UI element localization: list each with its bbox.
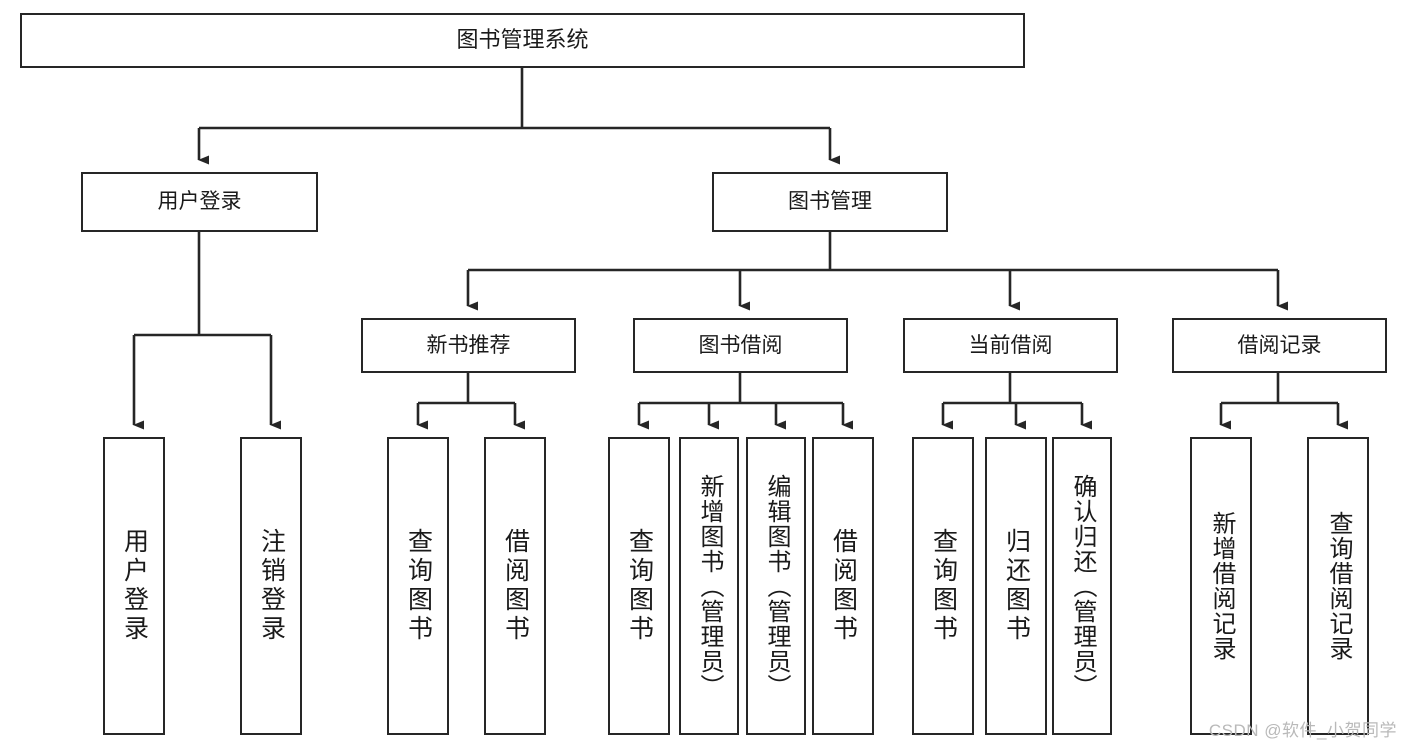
node-book-management[interactable]: 图书管理 [712,172,948,232]
leaf-return-book[interactable]: 归还图书 [985,437,1047,735]
leaf-borrow-book-label: 借阅图书 [829,528,858,644]
watermark: CSDN @软件_小贺同学 [1208,721,1397,740]
leaf-add-book-admin[interactable]: 新增图书（管理员） [679,437,739,735]
leaf-query-book-current-label: 查询图书 [929,528,958,644]
leaf-borrow-book-recommend-label: 借阅图书 [501,528,530,644]
node-book-borrow-label: 图书借阅 [698,333,783,357]
leaf-return-book-label: 归还图书 [1002,528,1031,644]
leaf-confirm-return-admin-label: 确认归还（管理员） [1069,473,1096,699]
leaf-logout-label: 注销登录 [257,528,286,644]
leaf-edit-book-admin[interactable]: 编辑图书（管理员） [746,437,806,735]
node-new-book-recommend[interactable]: 新书推荐 [361,318,576,373]
leaf-logout[interactable]: 注销登录 [240,437,302,735]
leaf-query-book-current[interactable]: 查询图书 [912,437,974,735]
node-user-login-label: 用户登录 [157,190,242,214]
node-borrow-record[interactable]: 借阅记录 [1172,318,1387,373]
node-root-label: 图书管理系统 [456,27,589,53]
leaf-query-book-borrow[interactable]: 查询图书 [608,437,670,735]
leaf-add-book-admin-label: 新增图书（管理员） [696,473,723,699]
leaf-query-book-borrow-label: 查询图书 [625,528,654,644]
leaf-query-borrow-record-label: 查询借阅记录 [1325,511,1352,661]
leaf-user-login-label: 用户登录 [120,528,149,644]
node-user-login[interactable]: 用户登录 [81,172,318,232]
node-borrow-record-label: 借阅记录 [1237,333,1322,357]
node-current-borrow[interactable]: 当前借阅 [903,318,1118,373]
node-current-borrow-label: 当前借阅 [968,333,1053,357]
leaf-borrow-book-recommend[interactable]: 借阅图书 [484,437,546,735]
leaf-query-book-recommend-label: 查询图书 [404,528,433,644]
leaf-borrow-book[interactable]: 借阅图书 [812,437,874,735]
leaf-edit-book-admin-label: 编辑图书（管理员） [763,473,790,699]
node-book-borrow[interactable]: 图书借阅 [633,318,848,373]
node-root[interactable]: 图书管理系统 [20,13,1025,68]
node-new-book-recommend-label: 新书推荐 [426,333,511,357]
leaf-add-borrow-record-label: 新增借阅记录 [1208,511,1235,661]
leaf-query-borrow-record[interactable]: 查询借阅记录 [1307,437,1369,735]
leaf-user-login[interactable]: 用户登录 [103,437,165,735]
leaf-confirm-return-admin[interactable]: 确认归还（管理员） [1052,437,1112,735]
leaf-query-book-recommend[interactable]: 查询图书 [387,437,449,735]
leaf-add-borrow-record[interactable]: 新增借阅记录 [1190,437,1252,735]
node-book-management-label: 图书管理 [788,190,872,214]
